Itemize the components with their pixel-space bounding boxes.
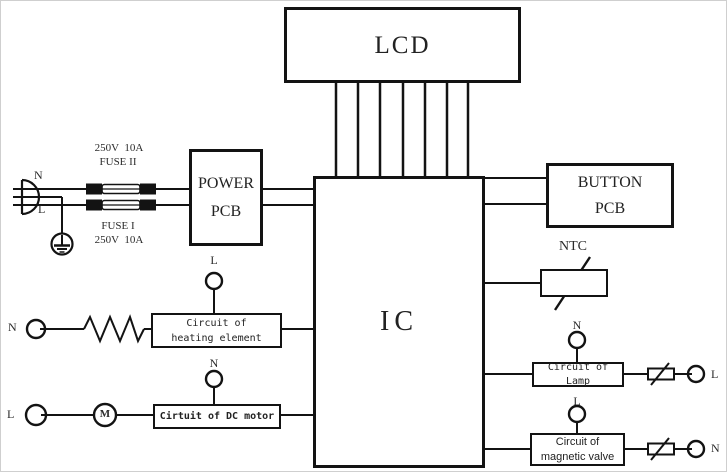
lamp-label: Circuit of Lamp [547,361,609,387]
heating-input-label: N [8,320,17,334]
dc-motor-label: Cirtuit of DC motor [159,410,275,422]
power-plug-icon [20,178,41,216]
heating-label-line2: heating element [171,332,262,344]
lamp-supply-terminal-icon [567,330,587,350]
button-pcb-block: BUTTON PCB [546,163,674,228]
plug-n-label: N [34,168,43,182]
heating-label-line1: Circuit of [186,317,247,329]
lamp-branch [485,330,706,386]
motor-input-label: L [7,407,15,421]
resistor-icon [83,314,145,344]
lamp-circuit-block: Circuit of Lamp [532,362,624,387]
button-pcb-label-line1: BUTTON [577,173,643,191]
motor-symbol-label: M [99,408,111,420]
lamp-output-label: L [711,367,719,381]
ic-block: IC [313,176,485,468]
valve-label-line1: Circuit of [555,435,600,448]
plug-l-label: L [38,202,46,216]
button-pcb-label-line2: PCB [594,199,626,217]
heating-supply-label: L [210,253,218,267]
earth-ground-icon [50,232,74,256]
dc-motor-branch [24,369,313,428]
magnetic-valve-branch [485,404,706,461]
magnetic-valve-circuit-block: Circuit of magnetic valve [530,433,625,466]
heating-circuit-block: Circuit of heating element [151,313,282,348]
fuse2-rating-label: 250V 10A [94,142,144,154]
fuse1-name-label: FUSE I [101,220,135,232]
dc-motor-circuit-block: Cirtuit of DC motor [153,404,281,429]
heating-branch [25,271,313,344]
valve-supply-label: L [573,394,581,408]
ntc-label: NTC [559,239,587,254]
fuse2-icon [86,183,156,195]
heating-supply-terminal-icon [204,271,224,291]
powerpcb-ic-wires [263,188,313,206]
power-pcb-label-line2: PCB [210,202,242,220]
lamp-supply-label: N [572,318,582,332]
fuse1-icon [86,199,156,211]
ic-label: IC [380,306,418,338]
valve-output-label: N [711,441,720,455]
fuse2-name-label: FUSE II [99,156,137,168]
lcd-ic-bus-wires [334,83,470,177]
fuse1-rating-label: 250V 10A [94,234,144,246]
valve-label-line2: magnetic valve [540,450,615,463]
motor-supply-label: N [209,356,219,370]
lcd-block: LCD [284,7,521,83]
lcd-label: LCD [374,31,431,59]
power-pcb-block: POWER PCB [189,149,263,246]
ic-buttonpcb-wires [485,177,546,205]
motor-supply-terminal-icon [204,369,224,389]
power-pcb-label-line1: POWER [198,175,254,193]
ntc-block [540,269,608,297]
